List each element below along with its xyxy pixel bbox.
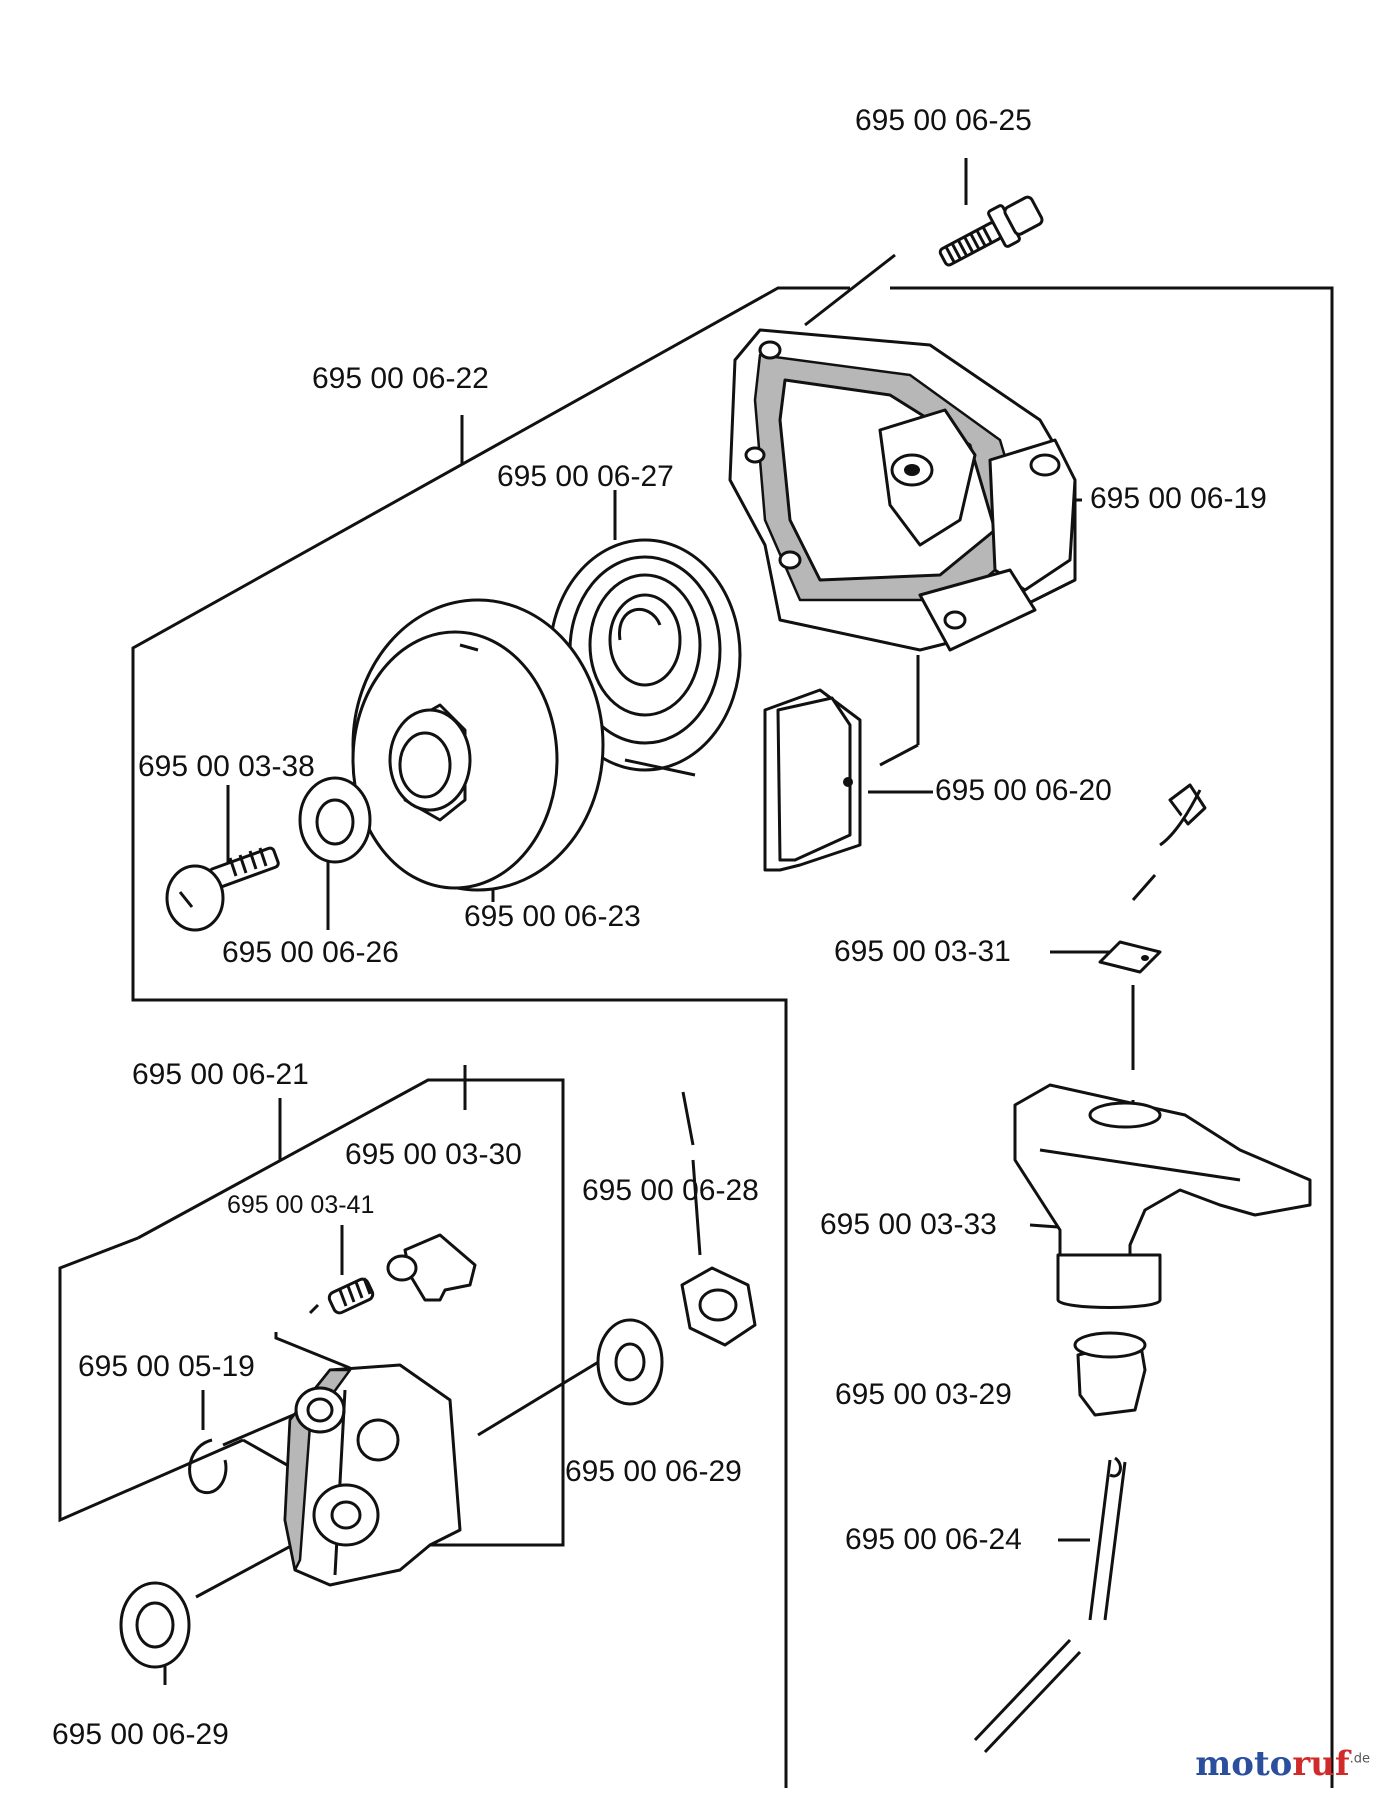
label-screw-small: 695 00 03-38	[138, 750, 315, 783]
frame-starter-assembly	[131, 286, 1334, 1788]
circlip-part	[188, 1438, 228, 1495]
label-bushing: 695 00 03-29	[835, 1378, 1012, 1411]
washer-bottom-part	[119, 1581, 191, 1669]
watermark-logo: motoruf.de	[1195, 1744, 1370, 1784]
label-handle: 695 00 03-33	[820, 1208, 997, 1241]
nut-part	[680, 1266, 757, 1347]
clip-part	[1098, 783, 1207, 974]
label-hub-assembly: 695 00 06-21	[132, 1058, 309, 1091]
watermark-suffix: .de	[1349, 1751, 1370, 1767]
watermark-main: moto	[1195, 1744, 1293, 1784]
hub-part	[283, 1363, 462, 1587]
label-screw-top: 695 00 06-25	[855, 104, 1032, 137]
label-clip: 695 00 03-31	[834, 935, 1011, 968]
pulley-part	[351, 598, 605, 892]
label-housing: 695 00 06-19	[1090, 482, 1267, 515]
pawl-plate-part	[763, 688, 862, 872]
label-starter-assembly: 695 00 06-22	[312, 362, 489, 395]
label-spring: 695 00 06-27	[497, 460, 674, 493]
label-pawl-spring: 695 00 03-41	[227, 1191, 375, 1219]
label-washer-small: 695 00 06-26	[222, 936, 399, 969]
pawl-spring-part	[308, 1277, 375, 1315]
washer-right-part	[596, 1318, 664, 1406]
watermark-accent: ruf	[1292, 1744, 1350, 1784]
screw-top-part	[938, 195, 1044, 267]
handle-part	[1013, 1083, 1312, 1309]
screw-small-part	[165, 846, 280, 932]
label-washer-right: 695 00 06-29	[565, 1455, 742, 1488]
label-pawl-plate: 695 00 06-20	[935, 774, 1112, 807]
washer-small-part	[298, 776, 372, 864]
label-rope: 695 00 06-24	[845, 1523, 1022, 1556]
housing-part	[728, 328, 1077, 652]
bushing-part	[1073, 1331, 1147, 1417]
rope-part	[973, 1456, 1127, 1754]
label-pawl: 695 00 03-30	[345, 1138, 522, 1171]
pawl-part	[386, 1233, 477, 1302]
label-pulley: 695 00 06-23	[464, 900, 641, 933]
label-circlip: 695 00 05-19	[78, 1350, 255, 1383]
label-nut: 695 00 06-28	[582, 1174, 759, 1207]
label-washer-bottom: 695 00 06-29	[52, 1718, 229, 1751]
